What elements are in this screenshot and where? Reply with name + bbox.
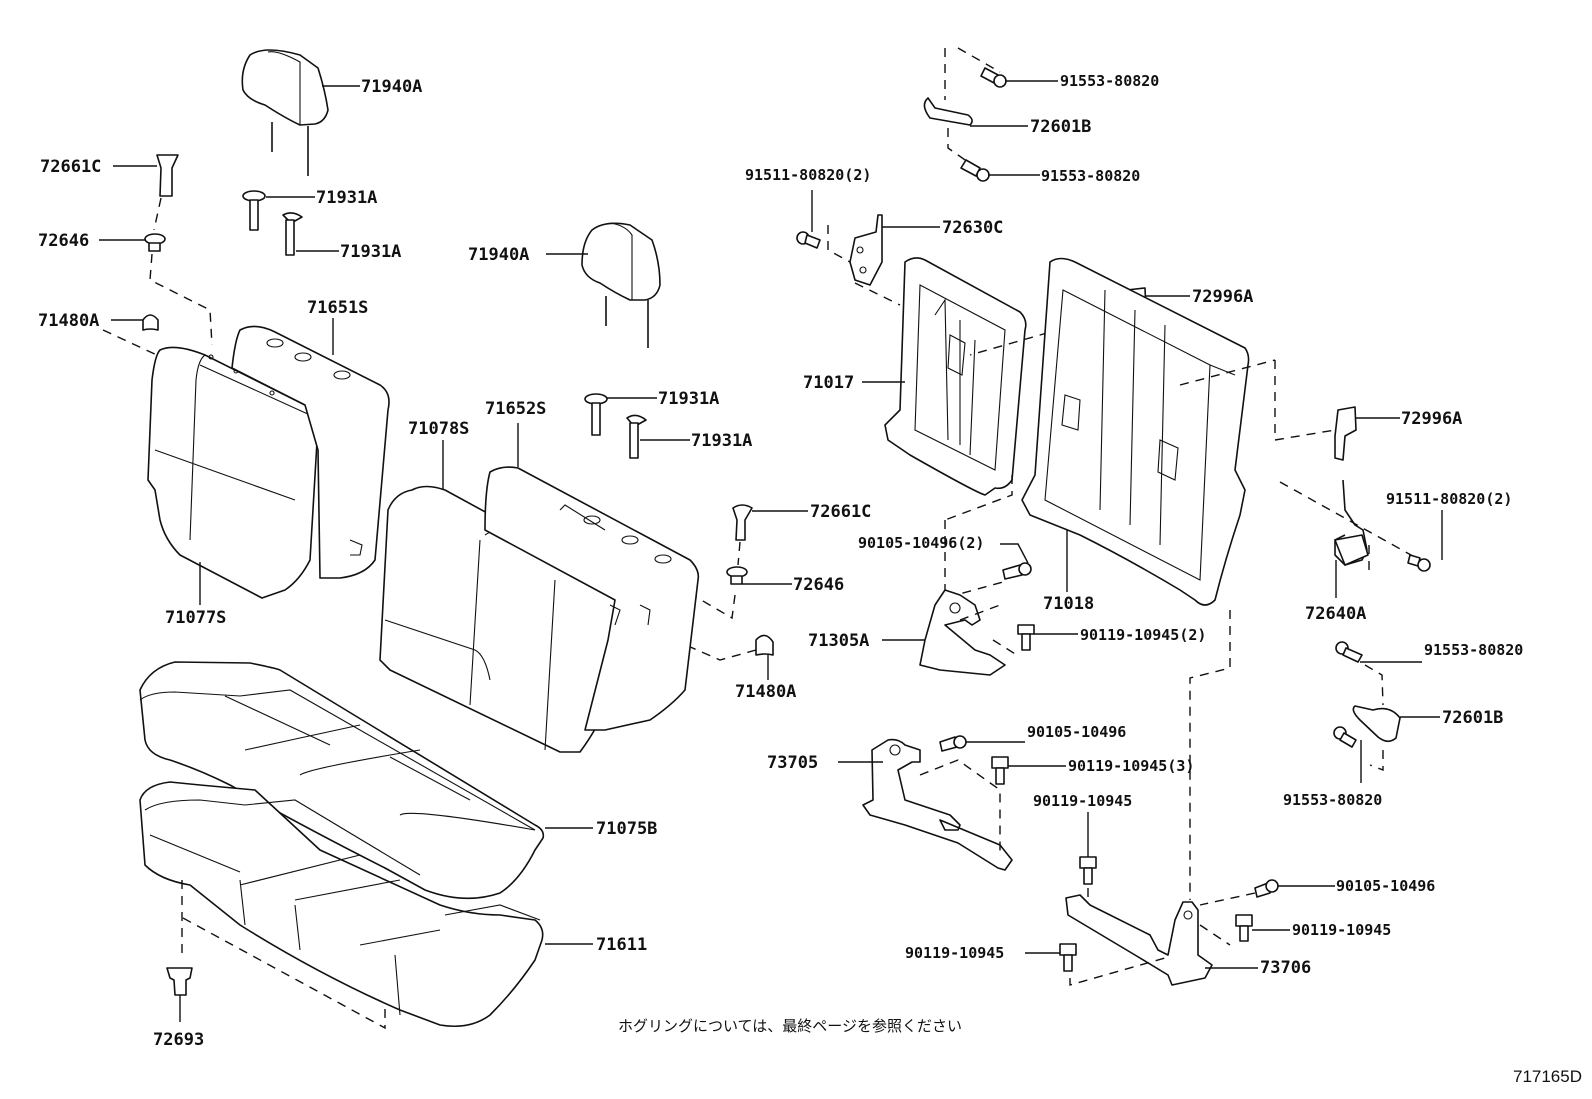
label-71940a-center[interactable]: 71940A (468, 245, 529, 265)
label-71652s[interactable]: 71652S (485, 399, 546, 419)
label-72630c[interactable]: 72630C (942, 218, 1003, 238)
label-90119-10945-right[interactable]: 90119-10945 (1292, 921, 1391, 939)
label-72661c-left[interactable]: 72661C (40, 157, 101, 177)
label-71018[interactable]: 71018 (1043, 594, 1094, 614)
bolt-90105-left[interactable] (939, 735, 967, 752)
headrest-support-center[interactable] (726, 566, 748, 585)
headrest-lock-knob-left-2[interactable] (282, 212, 303, 256)
seatback-cover-left[interactable] (147, 346, 319, 599)
bezel-clip-center[interactable] (755, 634, 774, 656)
label-71931a-center-1[interactable]: 71931A (658, 389, 719, 409)
label-91511-80820-right[interactable]: 91511-80820(2) (1386, 490, 1512, 508)
label-71017[interactable]: 71017 (803, 373, 854, 393)
label-71077s[interactable]: 71077S (165, 608, 226, 628)
seat-lock-striker-lower[interactable] (1352, 705, 1401, 743)
label-72996a-lower[interactable]: 72996A (1401, 409, 1462, 429)
seat-cushion-clip[interactable] (166, 967, 193, 996)
seat-cushion-cover[interactable] (139, 661, 545, 900)
label-71931a-left-2[interactable]: 71931A (340, 242, 401, 262)
bolt-90119-right[interactable] (1235, 914, 1253, 942)
label-90105-10496-left[interactable]: 90105-10496 (1027, 723, 1126, 741)
label-91553-80820-lower-2[interactable]: 91553-80820 (1283, 791, 1382, 809)
label-72601b-top[interactable]: 72601B (1030, 117, 1091, 137)
headrest-lock-knob-left-1[interactable] (242, 190, 266, 231)
label-71931a-left-1[interactable]: 71931A (316, 188, 377, 208)
bolt-91511-top[interactable] (796, 231, 821, 249)
label-71651s[interactable]: 71651S (307, 298, 368, 318)
bolt-91553-top-2[interactable] (960, 159, 990, 182)
seatback-hinge-top[interactable] (849, 214, 883, 286)
headrest-support-guide-left[interactable] (156, 154, 179, 197)
label-71940a-left[interactable]: 71940A (361, 77, 422, 97)
bolt-90119-center[interactable] (1017, 624, 1035, 651)
headrest-support-left[interactable] (144, 233, 166, 252)
seatback-lock-bezel-lower[interactable] (1334, 406, 1357, 461)
bolt-91553-lower-1[interactable] (1335, 641, 1363, 663)
seat-lock-striker-top[interactable] (923, 97, 973, 126)
bolt-90119-left[interactable] (991, 756, 1009, 785)
label-71611[interactable]: 71611 (596, 935, 647, 955)
label-90119-10945-mid[interactable]: 90119-10945 (1033, 792, 1132, 810)
seatback-pad-center[interactable] (484, 466, 700, 731)
label-90119-10945-2[interactable]: 90119-10945(2) (1080, 626, 1206, 644)
bolt-90105-center[interactable] (1002, 562, 1032, 580)
label-91511-80820-top[interactable]: 91511-80820(2) (745, 166, 871, 184)
hog-ring-note: ホグリングについては、最終ページを参照ください (618, 1017, 962, 1035)
label-72693[interactable]: 72693 (153, 1030, 204, 1050)
label-91553-80820-top-2[interactable]: 91553-80820 (1041, 167, 1140, 185)
bolt-90119-right-lower[interactable] (1059, 943, 1077, 972)
seatback-frame-left[interactable] (884, 257, 1027, 496)
seatback-pad-left[interactable] (231, 325, 390, 579)
label-72996a-upper[interactable]: 72996A (1192, 287, 1253, 307)
label-72640a[interactable]: 72640A (1305, 604, 1366, 624)
label-73706[interactable]: 73706 (1260, 958, 1311, 978)
label-71078s[interactable]: 71078S (408, 419, 469, 439)
seat-leg-bracket-right[interactable] (1065, 894, 1213, 986)
label-91553-80820-top-1[interactable]: 91553-80820 (1060, 72, 1159, 90)
label-71480a-left[interactable]: 71480A (38, 311, 99, 331)
seat-cushion-pad[interactable] (139, 781, 544, 1028)
label-72661c-center[interactable]: 72661C (810, 502, 871, 522)
bolt-90105-right[interactable] (1254, 879, 1279, 898)
label-71305a[interactable]: 71305A (808, 631, 869, 651)
label-91553-80820-lower-1[interactable]: 91553-80820 (1424, 641, 1523, 659)
seatback-frame-right[interactable] (1021, 257, 1250, 606)
label-90105-10496-right[interactable]: 90105-10496 (1336, 877, 1435, 895)
label-90119-10945-3[interactable]: 90119-10945(3) (1068, 757, 1194, 775)
headrest-center[interactable] (581, 222, 661, 348)
label-72646-center[interactable]: 72646 (793, 575, 844, 595)
seatback-hinge-bracket-center[interactable] (919, 589, 1006, 676)
bolt-91511-right[interactable] (1407, 554, 1431, 572)
headrest-support-guide-center[interactable] (732, 504, 753, 541)
label-73705[interactable]: 73705 (767, 753, 818, 773)
headrest-lock-knob-center-1[interactable] (584, 393, 608, 436)
bolt-91553-lower-2[interactable] (1333, 726, 1357, 748)
seat-leg-bracket-left[interactable] (862, 738, 1013, 871)
label-72646-left[interactable]: 72646 (38, 231, 89, 251)
headrest-lock-knob-center-2[interactable] (626, 414, 647, 459)
bezel-clip-left[interactable] (142, 314, 159, 331)
bolt-91553-top-1[interactable] (980, 67, 1007, 88)
diagram-code: 717165D (1512, 1067, 1582, 1086)
label-90119-10945-lower[interactable]: 90119-10945 (905, 944, 1004, 962)
bolt-90119-right-upper[interactable] (1079, 856, 1097, 885)
label-72601b-lower[interactable]: 72601B (1442, 708, 1503, 728)
label-71075b[interactable]: 71075B (596, 819, 657, 839)
seatback-lock[interactable] (1334, 479, 1369, 566)
label-71931a-center-2[interactable]: 71931A (691, 431, 752, 451)
label-90105-10496-2[interactable]: 90105-10496(2) (858, 534, 984, 552)
label-71480a-center[interactable]: 71480A (735, 682, 796, 702)
headrest-left[interactable] (241, 49, 329, 176)
